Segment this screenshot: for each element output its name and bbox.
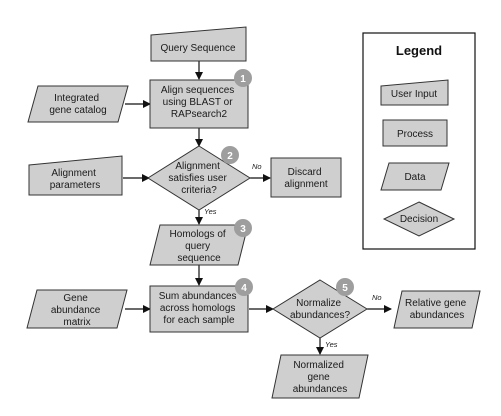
legend-item-process: Process xyxy=(382,119,448,147)
step-badge-2 xyxy=(221,146,239,164)
node-normalize-text: Normalize abundances? xyxy=(290,298,350,321)
edges xyxy=(123,61,392,355)
step-badge-1 xyxy=(234,69,252,87)
node-criteria-text: Alignment satisfies user criteria? xyxy=(168,161,229,196)
step-badge-2-text: 2 xyxy=(227,151,233,162)
legend-title: Legend xyxy=(396,43,442,58)
node-gene-catalog-text: Integrated gene catalog xyxy=(49,93,106,116)
node-gene-matrix-text: Gene abundance matrix xyxy=(51,293,103,328)
node-homologs: Homologs of query sequence 3 xyxy=(149,219,252,266)
legend-item-data-label: Data xyxy=(404,172,426,183)
node-relative: Relative gene abundances xyxy=(393,290,481,329)
step-badge-4-text: 4 xyxy=(241,283,247,294)
node-normalized-text: Normalized gene abundances xyxy=(293,360,348,395)
step-badge-4 xyxy=(235,278,253,296)
step-badge-3-text: 3 xyxy=(240,224,246,235)
node-align: Align sequences using BLAST or RAPsearch… xyxy=(149,69,252,129)
node-query-sequence: Query Sequence xyxy=(150,26,247,62)
node-alignment-parameters-text: Alignment parameters xyxy=(50,168,101,191)
legend-item-data: Data xyxy=(380,162,450,191)
edge-label-normalize-no: No xyxy=(372,293,382,302)
node-normalized: Normalized gene abundances xyxy=(271,354,369,399)
edge-label-normalize-yes: Yes xyxy=(325,340,338,349)
legend-item-decision: Decision xyxy=(382,201,456,237)
legend-item-process-label: Process xyxy=(397,129,433,140)
step-badge-5 xyxy=(336,278,354,296)
node-sum: Sum abundances across homologs for each … xyxy=(149,278,253,333)
node-criteria-decision: Alignment satisfies user criteria? 2 xyxy=(147,145,251,211)
node-discard-text: Discard alignment xyxy=(284,167,328,190)
node-alignment-parameters: Alignment parameters xyxy=(28,155,123,196)
node-discard: Discard alignment xyxy=(270,157,342,198)
legend-item-user-input-label: User Input xyxy=(391,89,437,100)
legend-item-user-input: User Input xyxy=(380,79,449,106)
legend-item-decision-label: Decision xyxy=(400,214,438,225)
step-badge-3 xyxy=(234,219,252,237)
node-homologs-text: Homologs of query sequence xyxy=(170,229,229,264)
node-gene-matrix: Gene abundance matrix xyxy=(26,289,128,329)
edge-label-criteria-no: No xyxy=(252,162,262,171)
node-gene-catalog: Integrated gene catalog xyxy=(27,85,129,123)
node-query-sequence-text: Query Sequence xyxy=(160,43,235,54)
legend: Legend User Input Process Data Decision xyxy=(362,32,476,250)
node-normalize-decision: Normalize abundances? 5 xyxy=(272,278,368,339)
step-badge-5-text: 5 xyxy=(342,283,348,294)
node-align-text: Align sequences using BLAST or RAPsearch… xyxy=(161,85,237,120)
node-relative-text: Relative gene abundances xyxy=(405,298,469,321)
edge-label-criteria-yes: Yes xyxy=(204,207,217,216)
step-badge-1-text: 1 xyxy=(240,74,246,85)
node-sum-text: Sum abundances across homologs for each … xyxy=(159,291,240,326)
